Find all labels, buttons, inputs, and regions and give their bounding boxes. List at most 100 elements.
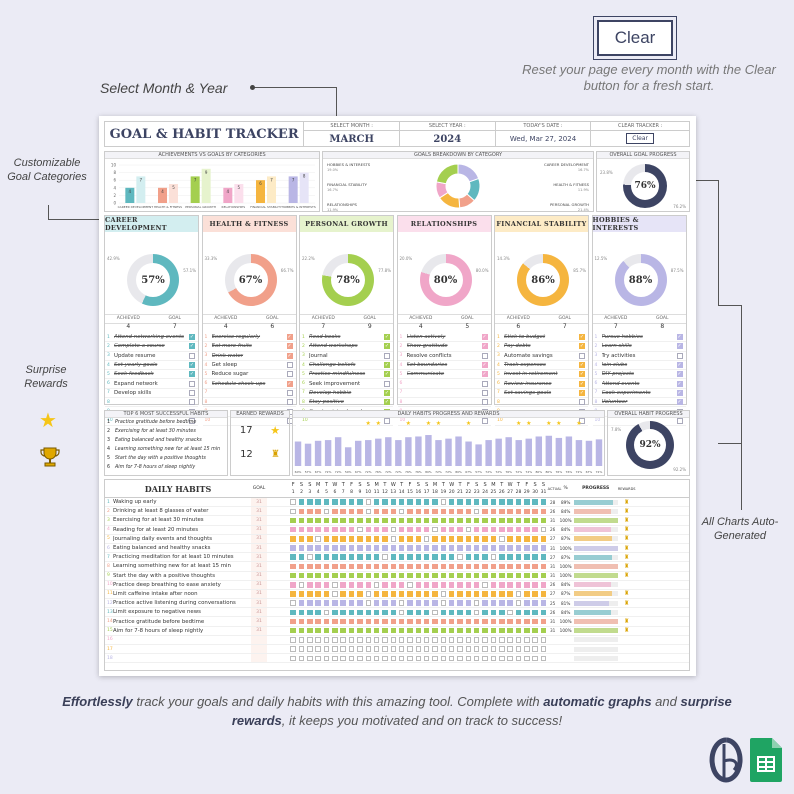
day-checkbox[interactable]	[390, 499, 397, 505]
day-checkbox[interactable]	[532, 499, 538, 505]
day-checkbox[interactable]	[532, 582, 538, 588]
day-checkbox[interactable]	[532, 618, 538, 625]
day-checkbox[interactable]	[307, 655, 313, 662]
day-checkbox[interactable]	[482, 655, 488, 662]
day-checkbox[interactable]	[507, 554, 513, 560]
goal-checkbox[interactable]	[286, 389, 293, 396]
day-checkbox[interactable]	[440, 655, 447, 662]
day-checkbox[interactable]	[524, 627, 530, 634]
day-checkbox[interactable]	[540, 646, 547, 652]
day-checkbox[interactable]	[365, 563, 372, 570]
day-checkbox[interactable]	[515, 517, 522, 524]
day-checkbox[interactable]	[298, 563, 305, 570]
day-checkbox[interactable]	[315, 646, 321, 652]
day-checkbox[interactable]	[524, 582, 530, 588]
day-checkbox[interactable]	[298, 637, 305, 643]
day-checkbox[interactable]	[340, 526, 346, 533]
day-checkbox[interactable]	[307, 582, 313, 588]
day-checkbox[interactable]	[390, 582, 397, 588]
day-checkbox[interactable]	[423, 609, 430, 616]
day-checkbox[interactable]	[473, 545, 480, 551]
day-checkbox[interactable]	[440, 554, 447, 560]
day-checkbox[interactable]	[432, 591, 438, 597]
day-checkbox[interactable]	[423, 655, 430, 662]
goal-checkbox[interactable]	[579, 417, 585, 424]
day-checkbox[interactable]	[499, 646, 505, 652]
day-checkbox[interactable]	[323, 517, 330, 524]
day-checkbox[interactable]	[390, 536, 397, 542]
day-checkbox[interactable]	[457, 582, 463, 588]
day-checkbox[interactable]	[457, 627, 463, 634]
day-checkbox[interactable]	[390, 618, 397, 625]
day-checkbox[interactable]	[457, 572, 463, 579]
day-checkbox[interactable]	[348, 618, 355, 625]
day-checkbox[interactable]	[524, 655, 530, 662]
day-checkbox[interactable]	[507, 526, 513, 533]
day-checkbox[interactable]	[499, 526, 505, 533]
day-checkbox[interactable]	[407, 600, 413, 606]
day-checkbox[interactable]	[415, 536, 422, 542]
day-checkbox[interactable]	[365, 600, 372, 606]
day-checkbox[interactable]	[540, 563, 547, 570]
day-checkbox[interactable]	[540, 572, 547, 579]
day-checkbox[interactable]	[365, 517, 372, 524]
goal-checkbox[interactable]	[384, 380, 390, 387]
day-checkbox[interactable]	[357, 554, 363, 560]
day-checkbox[interactable]	[357, 545, 363, 551]
day-checkbox[interactable]	[357, 600, 363, 606]
day-checkbox[interactable]	[357, 627, 363, 634]
day-checkbox[interactable]	[499, 609, 505, 616]
day-checkbox[interactable]	[290, 600, 296, 606]
day-checkbox[interactable]	[482, 526, 488, 533]
day-checkbox[interactable]	[432, 646, 438, 652]
day-checkbox[interactable]	[407, 627, 413, 634]
day-checkbox[interactable]	[332, 646, 338, 652]
goal-checkbox[interactable]: ✓	[286, 352, 293, 359]
day-checkbox[interactable]	[524, 526, 530, 533]
day-checkbox[interactable]	[323, 637, 330, 643]
day-checkbox[interactable]	[365, 554, 372, 560]
day-checkbox[interactable]	[357, 655, 363, 662]
day-checkbox[interactable]	[423, 627, 430, 634]
day-checkbox[interactable]	[398, 591, 405, 597]
day-checkbox[interactable]	[398, 637, 405, 643]
day-checkbox[interactable]	[390, 655, 397, 662]
day-checkbox[interactable]	[373, 609, 380, 616]
day-checkbox[interactable]	[532, 609, 538, 616]
day-checkbox[interactable]	[298, 600, 305, 606]
day-checkbox[interactable]	[507, 618, 513, 625]
day-checkbox[interactable]	[415, 600, 422, 606]
day-checkbox[interactable]	[340, 536, 346, 542]
day-checkbox[interactable]	[515, 499, 522, 505]
goal-checkbox[interactable]: ✓	[384, 399, 390, 406]
day-checkbox[interactable]	[323, 609, 330, 616]
day-checkbox[interactable]	[298, 591, 305, 597]
day-checkbox[interactable]	[507, 582, 513, 588]
day-checkbox[interactable]	[307, 563, 313, 570]
day-checkbox[interactable]	[315, 508, 321, 515]
day-checkbox[interactable]	[440, 563, 447, 570]
day-checkbox[interactable]	[315, 609, 321, 616]
day-checkbox[interactable]	[373, 499, 380, 505]
day-checkbox[interactable]	[482, 545, 488, 551]
day-checkbox[interactable]	[432, 526, 438, 533]
day-checkbox[interactable]	[473, 582, 480, 588]
day-checkbox[interactable]	[499, 499, 505, 505]
day-checkbox[interactable]	[307, 526, 313, 533]
day-checkbox[interactable]	[515, 618, 522, 625]
goal-checkbox[interactable]: ✓	[481, 334, 488, 341]
goal-checkbox[interactable]: ✓	[384, 334, 390, 341]
day-checkbox[interactable]	[415, 655, 422, 662]
day-checkbox[interactable]	[323, 563, 330, 570]
day-checkbox[interactable]	[473, 554, 480, 560]
day-checkbox[interactable]	[490, 572, 497, 579]
day-checkbox[interactable]	[448, 618, 455, 625]
day-checkbox[interactable]	[515, 646, 522, 652]
goal-checkbox[interactable]: ✓	[579, 371, 585, 378]
day-checkbox[interactable]	[482, 572, 488, 579]
day-checkbox[interactable]	[499, 655, 505, 662]
day-checkbox[interactable]	[490, 536, 497, 542]
day-checkbox[interactable]	[407, 655, 413, 662]
day-checkbox[interactable]	[515, 627, 522, 634]
day-checkbox[interactable]	[457, 508, 463, 515]
